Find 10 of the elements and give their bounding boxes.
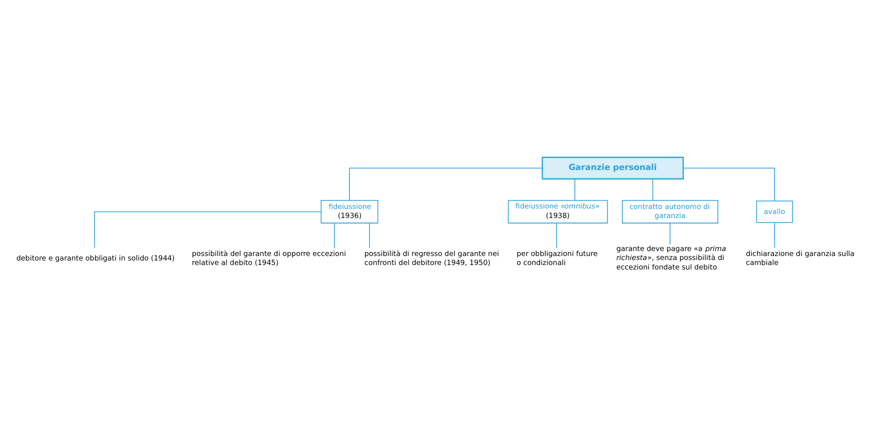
connector: [574, 178, 576, 200]
connector: [349, 167, 543, 200]
connector: [334, 222, 335, 248]
connector: [369, 222, 370, 248]
connector: [556, 222, 558, 248]
connector: [94, 210, 322, 248]
node-box: Garanzie personali: [542, 156, 684, 179]
connector: [774, 222, 775, 248]
connector: [652, 178, 654, 200]
connector: [682, 167, 775, 201]
